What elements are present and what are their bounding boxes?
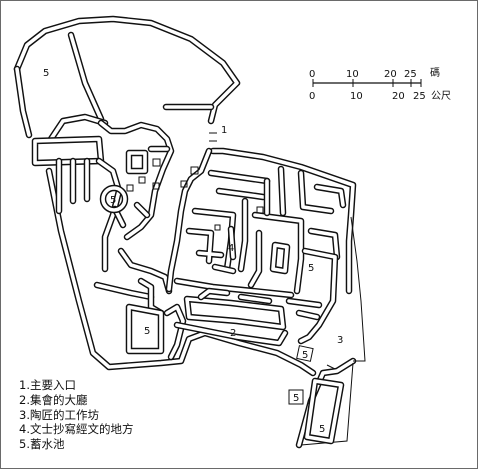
scale-top-tick-25: 25 <box>404 69 417 80</box>
marker-3: 3 <box>337 335 343 346</box>
legend: 1.主要入口 2.集會的大廳 3.陶匠的工作坊 4.文士抄寫經文的地方 5.蓄水… <box>19 378 133 452</box>
entrance-gap <box>209 132 217 142</box>
scale-bottom-unit: 公尺 <box>431 90 451 102</box>
svg-text:5: 5 <box>302 350 308 361</box>
marker-5-round: 5 <box>110 195 116 206</box>
scale-bottom-tick-25: 25 <box>413 91 426 102</box>
scale-bar: 0 10 20 25 碼 0 10 20 25 公尺 <box>309 67 451 102</box>
scale-top-tick-20: 20 <box>384 69 397 80</box>
marker-2: 2 <box>230 328 236 339</box>
marker-1: 1 <box>221 125 227 136</box>
marker-4: 4 <box>228 243 234 254</box>
legend-item-scriptorium: 4.文士抄寫經文的地方 <box>19 422 134 437</box>
marker-5-east: 5 <box>308 263 314 274</box>
marker-5-southwest: 5 <box>144 326 150 337</box>
legend-item-potter-workshop: 3.陶匠的工作坊 <box>19 407 99 422</box>
west-rooms <box>31 119 187 361</box>
marker-5-boxed-a: 5 <box>296 345 314 362</box>
marker-5-north: 5 <box>43 68 49 79</box>
southeast-cistern <box>303 364 345 445</box>
central-rooms <box>165 147 347 347</box>
scale-bottom-tick-20: 20 <box>392 91 405 102</box>
legend-item-main-entrance: 1.主要入口 <box>19 378 76 392</box>
scale-top-tick-10: 10 <box>346 69 359 80</box>
scale-bottom-tick-0: 0 <box>309 91 315 102</box>
marker-5-southeast: 5 <box>319 424 325 435</box>
scale-bottom-tick-10: 10 <box>350 91 363 102</box>
legend-item-cistern: 5.蓄水池 <box>19 437 65 452</box>
scale-top-tick-0: 0 <box>309 69 315 80</box>
marker-5-boxed-b: 5 <box>288 389 304 405</box>
legend-item-assembly-hall: 2.集會的大廳 <box>19 392 88 407</box>
svg-text:5: 5 <box>293 393 299 404</box>
outer-walls <box>13 15 366 449</box>
scale-top-unit: 碼 <box>430 67 440 79</box>
